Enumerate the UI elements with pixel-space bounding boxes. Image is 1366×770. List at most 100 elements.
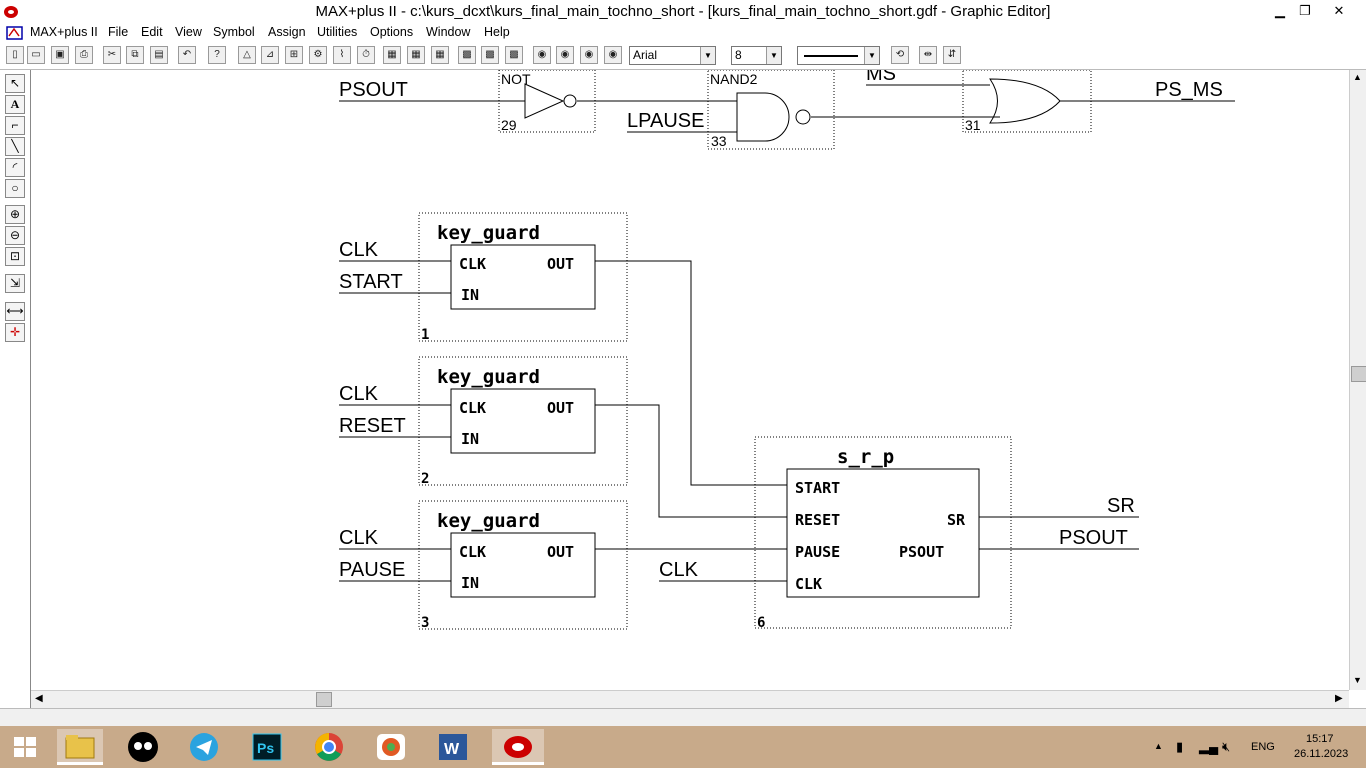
word-icon[interactable]: W <box>430 729 476 765</box>
scroll-down-icon[interactable]: ▼ <box>1353 675 1362 685</box>
menu-symbol[interactable]: Symbol <box>213 25 255 39</box>
nand-gate-number: 33 <box>711 133 727 149</box>
simulator-icon[interactable]: ⌇ <box>333 46 351 64</box>
app-icon[interactable] <box>368 729 414 765</box>
horizontal-scrollbar[interactable]: ◀ ▶ <box>31 690 1349 708</box>
close-button[interactable]: ✕ <box>1333 3 1345 18</box>
maxplus-app-icon[interactable] <box>3 3 19 19</box>
schematic-canvas[interactable]: PSOUT LPAUSE MS PS_MS NOT 29 NAND2 33 31… <box>31 70 1349 690</box>
horizontal-scroll-thumb[interactable] <box>316 692 332 707</box>
eye-edit-icon[interactable]: ◉ <box>556 46 574 64</box>
schematic-drawing: PSOUT LPAUSE MS PS_MS NOT 29 NAND2 33 31… <box>339 70 1235 631</box>
paste-icon[interactable]: ▤ <box>150 46 168 64</box>
srp-clk-input: CLK <box>659 559 699 581</box>
menu-assign[interactable]: Assign <box>268 25 306 39</box>
orthogonal-line-icon[interactable]: ⌐ <box>5 116 25 135</box>
text-icon[interactable]: A <box>5 95 25 114</box>
eye-pin-icon[interactable]: ◉ <box>604 46 622 64</box>
srp-pin-psout: PSOUT <box>899 543 944 561</box>
undo-icon[interactable]: ↶ <box>178 46 196 64</box>
svg-text:Ps: Ps <box>257 740 274 756</box>
cross-icon[interactable]: ✛ <box>5 323 25 342</box>
pointer-icon[interactable]: ↖ <box>5 74 25 93</box>
help-icon[interactable]: ? <box>208 46 226 64</box>
volume-muted-icon[interactable]: 🔇︎ <box>1222 739 1231 754</box>
start-icon[interactable] <box>2 729 48 765</box>
messenger-icon[interactable] <box>120 729 166 765</box>
file-explorer-icon[interactable] <box>57 729 103 765</box>
line-style-select[interactable]: ▼ <box>797 46 880 65</box>
menu-options[interactable]: Options <box>370 25 414 39</box>
eye-grid-icon[interactable]: ◉ <box>580 46 598 64</box>
project-save-icon[interactable]: ▦ <box>407 46 425 64</box>
hierarchy-icon[interactable]: ⊿ <box>261 46 279 64</box>
fit-window-icon[interactable]: ⊡ <box>5 247 25 266</box>
timing-icon[interactable]: ⏱ <box>357 46 375 64</box>
key-guard-3-title: key_guard <box>437 510 540 532</box>
scroll-right-icon[interactable]: ▶ <box>1335 693 1343 704</box>
project-save-simulate-icon[interactable]: ▩ <box>481 46 499 64</box>
copy-icon[interactable]: ⧉ <box>126 46 144 64</box>
or-gate-number: 31 <box>965 117 981 133</box>
menu-help[interactable]: Help <box>484 25 510 39</box>
tray-expand-icon[interactable]: ▲ <box>1154 741 1163 751</box>
maxplus-icon[interactable] <box>492 729 544 765</box>
srp-body <box>786 468 980 598</box>
rotate-icon[interactable]: ⟲ <box>891 46 909 64</box>
menu-edit[interactable]: Edit <box>141 25 163 39</box>
telegram-icon[interactable] <box>181 729 227 765</box>
menu-app-label: MAX+plus II <box>30 25 98 39</box>
eye-icon[interactable]: ◉ <box>533 46 551 64</box>
language-indicator[interactable]: ENG <box>1251 741 1275 753</box>
srp-frame <box>754 436 1012 629</box>
battery-icon[interactable]: ▮ <box>1176 739 1184 754</box>
vertical-scroll-thumb[interactable] <box>1351 366 1366 382</box>
scroll-up-icon[interactable]: ▲ <box>1353 72 1362 82</box>
key-guard-2-pin-out: OUT <box>547 399 574 417</box>
connect-icon[interactable]: ⟷ <box>5 302 25 321</box>
menu-file[interactable]: File <box>108 25 129 39</box>
font-name-value: Arial <box>633 48 658 62</box>
floorplan-icon[interactable]: ⊞ <box>285 46 303 64</box>
title-bar: MAX+plus II - c:\kurs_dcxt\kurs_final_ma… <box>0 0 1366 24</box>
not-symbol-frame <box>498 70 596 133</box>
flip-vertical-icon[interactable]: ⇵ <box>943 46 961 64</box>
chevron-down-icon: ▼ <box>766 47 781 64</box>
programmer-icon[interactable]: ▦ <box>383 46 401 64</box>
clock-date[interactable]: 26.11.2023 <box>1294 748 1349 760</box>
timing-analyze-icon[interactable]: ▩ <box>505 46 523 64</box>
menu-utilities[interactable]: Utilities <box>317 25 358 39</box>
diagonal-line-icon[interactable]: ╲ <box>5 137 25 156</box>
nand-gate-label: NAND2 <box>710 71 758 87</box>
arc-icon[interactable]: ◜ <box>5 158 25 177</box>
minimize-button[interactable]: ▁ <box>1275 3 1285 18</box>
psout-output-label: PSOUT <box>1059 527 1128 549</box>
zoom-out-icon[interactable]: ⊖ <box>5 226 25 245</box>
project-save-compile-icon[interactable]: ▩ <box>458 46 476 64</box>
circle-icon[interactable]: ○ <box>5 179 25 198</box>
network-icon[interactable]: ▂▄ <box>1199 739 1219 754</box>
vertical-scrollbar[interactable]: ▲ ▼ <box>1349 70 1366 690</box>
photoshop-icon[interactable]: Ps <box>244 729 290 765</box>
save-icon[interactable]: ▣ <box>51 46 69 64</box>
maxplus-logo-icon[interactable] <box>6 25 24 41</box>
font-size-select[interactable]: 8 ▼ <box>731 46 782 65</box>
menu-view[interactable]: View <box>175 25 202 39</box>
hierarchy-up-icon[interactable]: △ <box>238 46 256 64</box>
restore-button[interactable]: ❐ <box>1299 3 1311 18</box>
key-guard-2-title: key_guard <box>437 366 540 388</box>
cut-icon[interactable]: ✂ <box>103 46 121 64</box>
rubberband-icon[interactable]: ⇲ <box>5 274 25 293</box>
zoom-in-icon[interactable]: ⊕ <box>5 205 25 224</box>
print-icon[interactable]: ⎙ <box>75 46 93 64</box>
open-icon[interactable]: ▭ <box>27 46 45 64</box>
chrome-icon[interactable] <box>306 729 352 765</box>
flip-horizontal-icon[interactable]: ⇹ <box>919 46 937 64</box>
compiler-icon[interactable]: ⚙ <box>309 46 327 64</box>
clock-time[interactable]: 15:17 <box>1306 733 1334 745</box>
project-save-check-icon[interactable]: ▦ <box>431 46 449 64</box>
menu-window[interactable]: Window <box>426 25 471 39</box>
scroll-left-icon[interactable]: ◀ <box>35 693 43 704</box>
new-icon[interactable]: ▯ <box>6 46 24 64</box>
font-name-select[interactable]: Arial ▼ <box>629 46 716 65</box>
